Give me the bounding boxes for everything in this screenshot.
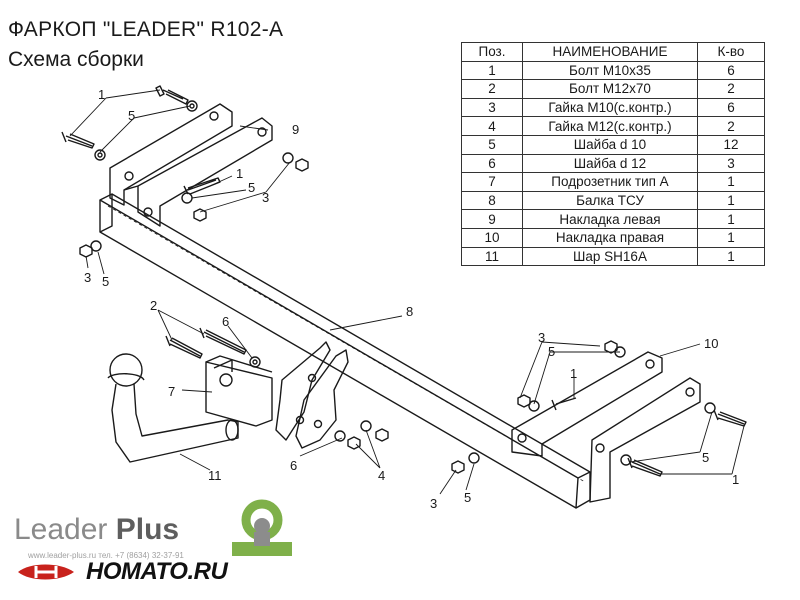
right-plate	[511, 351, 701, 503]
table-cell: 9	[461, 209, 523, 229]
column-header-quantity: К-во	[697, 42, 765, 62]
left-plate	[109, 103, 273, 227]
table-cell: 1	[697, 246, 765, 267]
ball-mount-plate	[275, 341, 349, 449]
table-cell: 10	[461, 227, 523, 248]
table-cell: 5	[461, 134, 523, 155]
callout-label: 10	[704, 336, 718, 351]
callout-label: 5	[464, 490, 471, 505]
tow-ball-logo-icon	[232, 499, 292, 556]
callout-label: 7	[168, 384, 175, 399]
table-cell: 6	[697, 60, 765, 81]
contact-line: www.leader-plus.ru тел. +7 (8634) 32-37-…	[28, 551, 184, 560]
table-cell: Гайка М10(с.контр.)	[522, 97, 698, 118]
callout-label: 6	[222, 314, 229, 329]
callout-label: 4	[378, 468, 385, 483]
table-cell: 4	[461, 116, 523, 136]
callout-label: 1	[236, 166, 243, 181]
table-cell: Подрозетник тип А	[522, 172, 698, 192]
table-cell: 2	[697, 116, 765, 136]
brand-word-bold: Plus	[115, 513, 180, 546]
car-badge-icon	[18, 564, 74, 580]
table-cell: 12	[697, 134, 765, 155]
callout-numbers: 1 5 9 1 5 3 3 5 2 6 7 11 8 3 5 1 10 5 1 …	[84, 87, 739, 511]
table-cell: Гайка М12(с.контр.)	[522, 116, 698, 136]
column-header-position: Поз.	[461, 42, 523, 62]
table-cell: 1	[697, 227, 765, 248]
table-cell: 3	[461, 97, 523, 118]
callout-label: 9	[292, 122, 299, 137]
table-cell: 3	[697, 153, 765, 174]
brand-logo-text: Leader Plus	[14, 513, 179, 547]
table-cell: 2	[697, 79, 765, 99]
table-cell: 6	[461, 153, 523, 174]
table-cell: 1	[461, 60, 523, 81]
callout-label: 1	[732, 472, 739, 487]
shop-name: HOMATO.RU	[86, 558, 228, 585]
callout-label: 1	[570, 366, 577, 381]
table-cell: Шайба d 10	[522, 134, 698, 155]
callout-label: 6	[290, 458, 297, 473]
callout-label: 3	[84, 270, 91, 285]
page-subtitle: Схема сборки	[8, 48, 144, 71]
table-cell: 8	[461, 190, 523, 211]
callout-label: 5	[102, 274, 109, 289]
callout-label: 1	[98, 87, 105, 102]
table-cell: Шайба d 12	[522, 153, 698, 174]
callout-label: 11	[208, 468, 222, 483]
brand-word: Leader	[14, 513, 108, 546]
callout-label: 5	[128, 108, 135, 123]
table-cell: Болт М10х35	[522, 60, 698, 81]
callout-label: 3	[262, 190, 269, 205]
table-cell: Шар SH16A	[522, 246, 698, 267]
table-cell: Балка ТСУ	[522, 190, 698, 211]
callout-label: 5	[548, 344, 555, 359]
bolts	[61, 85, 747, 477]
table-cell: 11	[461, 246, 523, 267]
leader-lines	[69, 89, 745, 495]
nuts-and-washers	[79, 100, 716, 474]
table-cell: 6	[697, 97, 765, 118]
table-cell: Накладка левая	[522, 209, 698, 229]
callout-label: 5	[702, 450, 709, 465]
table-cell: 2	[461, 79, 523, 99]
table-cell: Накладка правая	[522, 227, 698, 248]
table-cell: 1	[697, 190, 765, 211]
callout-label: 3	[538, 330, 545, 345]
callout-label: 2	[150, 298, 157, 313]
table-cell: 7	[461, 172, 523, 192]
table-header-row: Поз. НАИМЕНОВАНИЕ К-во	[461, 42, 765, 62]
page-title: ФАРКОП "LEADER" R102-A	[8, 18, 284, 41]
callout-label: 5	[248, 180, 255, 195]
table-cell: 1	[697, 172, 765, 192]
callout-label: 8	[406, 304, 413, 319]
table-cell: Болт М12х70	[522, 79, 698, 99]
table-cell: 1	[697, 209, 765, 229]
tow-ball	[107, 353, 239, 463]
socket-bracket	[205, 355, 273, 427]
callout-label: 3	[430, 496, 437, 511]
column-header-name: НАИМЕНОВАНИЕ	[522, 42, 698, 62]
